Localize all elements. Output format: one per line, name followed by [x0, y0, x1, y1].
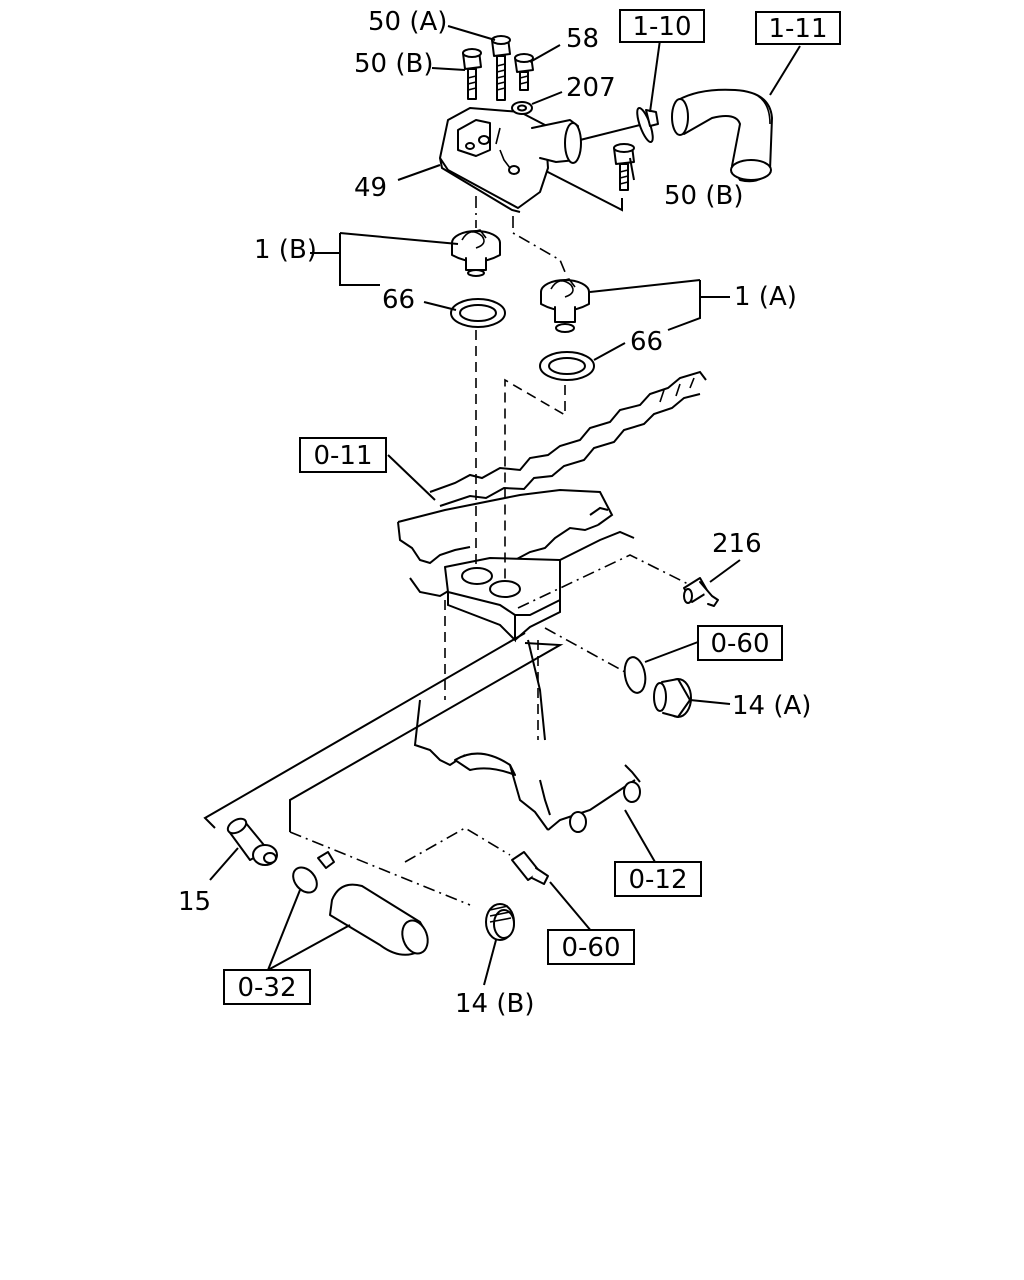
thermostat-housing: [439, 107, 582, 213]
gasket-66-right: [539, 351, 595, 381]
label-50b-top: 50 (B): [354, 49, 433, 79]
bolt-50b-top: [462, 48, 482, 100]
leader-lines: [209, 25, 801, 986]
label-58: 58: [566, 24, 599, 54]
ref-box-1-10[interactable]: 1-10: [619, 9, 705, 43]
ref-box-1-11[interactable]: 1-11: [755, 11, 841, 45]
reference-boxes: 1-10 1-11 0-11 0-60 0-12 0-60 0-32: [223, 9, 841, 1005]
plug-14a: [653, 678, 692, 718]
label-1a: 1 (A): [734, 282, 797, 312]
gasket-66-left: [450, 298, 506, 328]
cylinder-head-block: [397, 370, 707, 833]
label-216: 216: [712, 529, 762, 559]
ref-box-0-12[interactable]: 0-12: [614, 861, 702, 897]
label-15: 15: [178, 887, 211, 917]
callout-labels: 50 (A) 58 50 (B) 207 49 50 (B) 1 (B) 66 …: [178, 7, 811, 1019]
heater-hose: [329, 883, 429, 956]
label-49: 49: [354, 173, 387, 203]
hose-clamp-lower: [292, 851, 335, 894]
label-50a: 50 (A): [368, 7, 447, 37]
washer-207: [511, 101, 533, 115]
ref-label-0-11: 0-11: [313, 441, 372, 471]
sensor-216: [683, 577, 719, 607]
bolt-58: [514, 53, 534, 91]
plug-14b: [485, 903, 515, 941]
ref-box-0-60-top[interactable]: 0-60: [697, 625, 783, 661]
bolt-50b-right: [613, 143, 635, 191]
label-66-left: 66: [382, 285, 415, 315]
hose-clamp: [636, 106, 659, 144]
ref-label-1-11: 1-11: [768, 14, 827, 44]
thermostat-1b: [451, 229, 501, 277]
ref-box-0-32[interactable]: 0-32: [223, 969, 311, 1005]
ref-label-0-12: 0-12: [628, 865, 687, 895]
drain-cock: [511, 851, 549, 885]
plug-15: [226, 817, 278, 866]
label-1b: 1 (B): [254, 235, 317, 265]
label-14b: 14 (B): [455, 989, 534, 1019]
ref-label-0-60-bottom: 0-60: [561, 933, 620, 963]
ref-box-0-11[interactable]: 0-11: [299, 437, 387, 473]
thermostat-1a: [540, 278, 590, 333]
radiator-hose: [671, 88, 773, 183]
ref-label-1-10: 1-10: [632, 12, 691, 42]
ref-box-0-60-bottom[interactable]: 0-60: [547, 929, 635, 965]
ref-label-0-60-top: 0-60: [710, 629, 769, 659]
connector-lines: [203, 124, 691, 906]
label-50b-right: 50 (B): [664, 181, 743, 211]
bolt-50a: [491, 35, 511, 101]
label-66-right: 66: [630, 327, 663, 357]
label-207: 207: [566, 73, 616, 103]
gasket-0-60-top: [623, 656, 647, 694]
label-14a: 14 (A): [732, 691, 811, 721]
ref-label-0-32: 0-32: [237, 973, 296, 1003]
